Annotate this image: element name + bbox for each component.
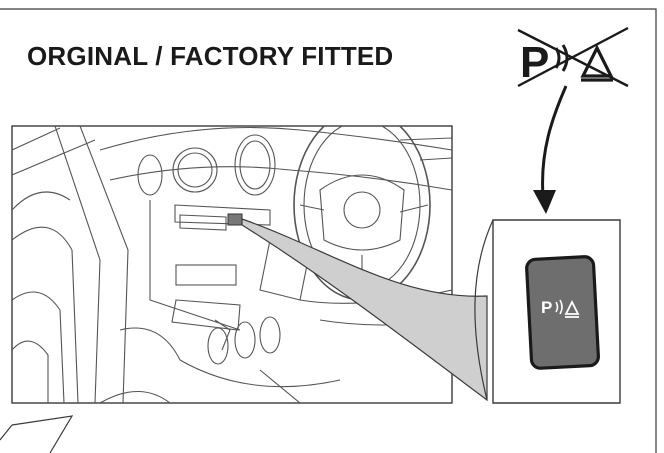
page-corner-fragment [0, 415, 74, 453]
parking-sensor-crossed-icon: P [517, 26, 629, 88]
button-wave-icon [555, 299, 563, 315]
outer-frame [0, 8, 657, 453]
warning-triangle-icon [580, 44, 614, 82]
pointer-arrow [533, 85, 568, 214]
cross-icon [517, 26, 629, 88]
button-label: P [541, 298, 552, 317]
dashboard-illustration [11, 125, 453, 404]
callout-box: P [474, 219, 621, 404]
parking-sensor-button-icon: P [525, 255, 600, 370]
page-title: ORGINAL / FACTORY FITTED [27, 41, 394, 71]
dashboard-sensor-switch [227, 213, 243, 226]
button-triangle-icon [564, 299, 580, 318]
crossed-sign-glyph: P [520, 38, 549, 87]
